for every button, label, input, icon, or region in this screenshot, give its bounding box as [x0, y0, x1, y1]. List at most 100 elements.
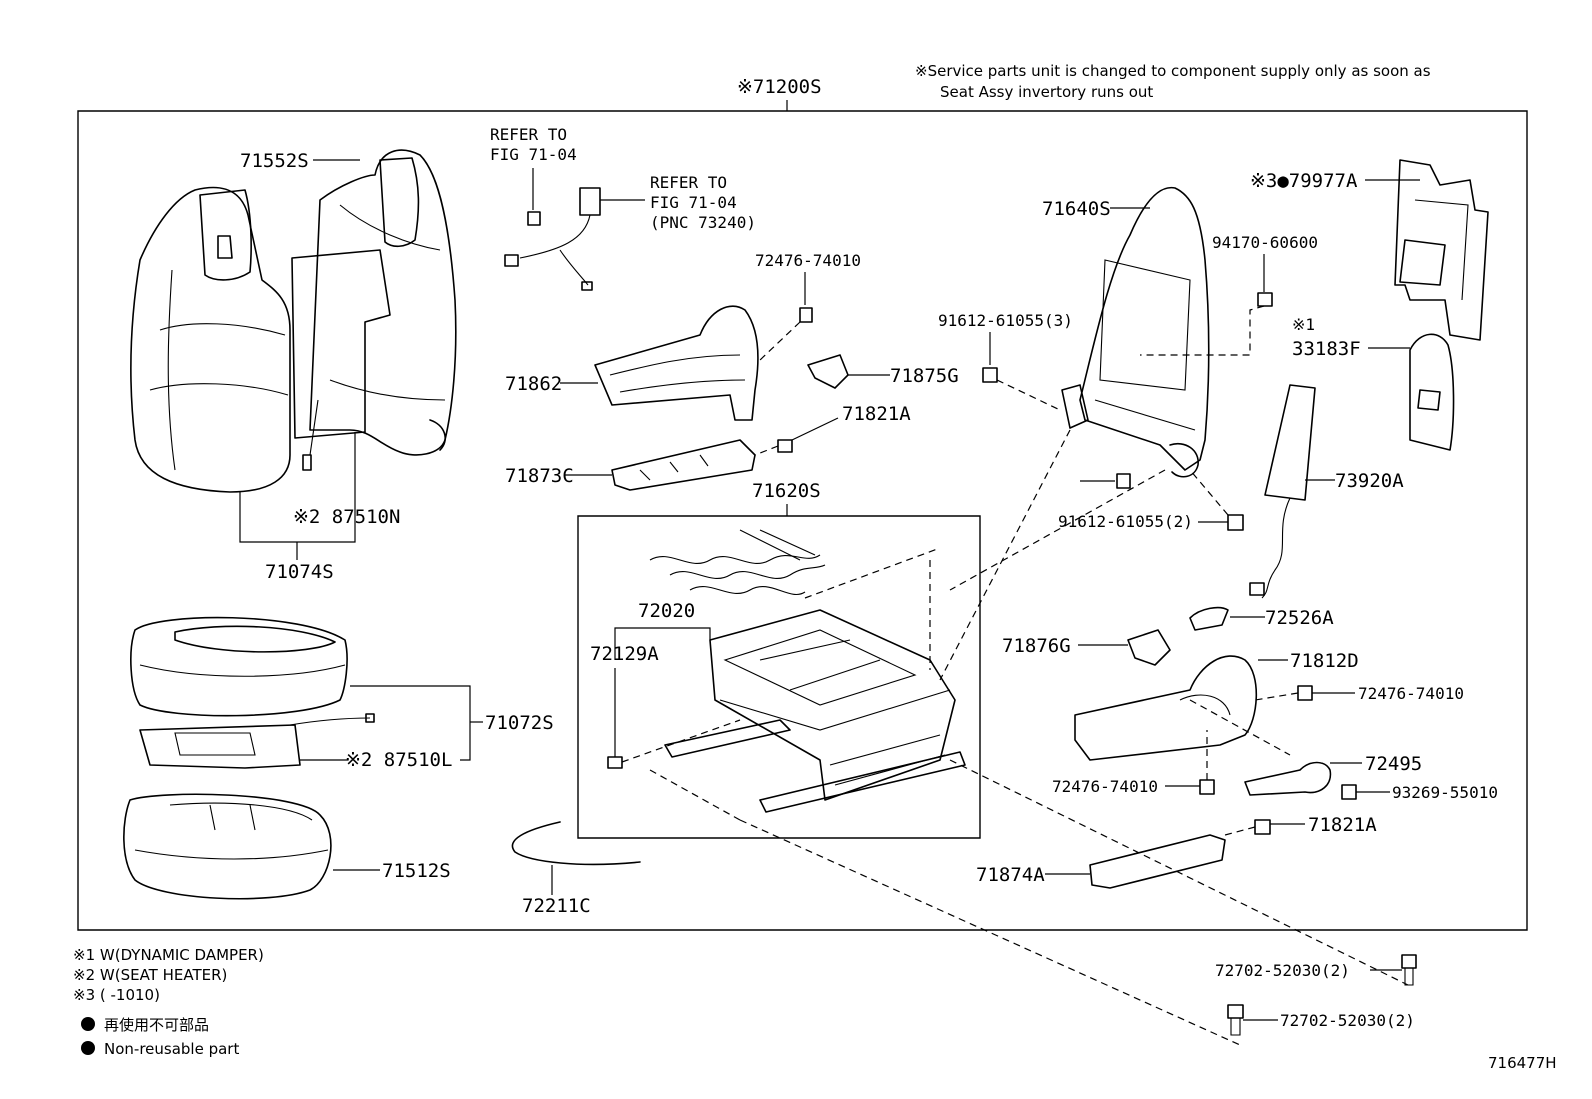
service-note-line1: ※Service parts unit is changed to compon…	[915, 62, 1431, 80]
cover-71876G-part	[1127, 629, 1171, 666]
screw-72476-c	[1199, 779, 1215, 795]
side-airbag-73920A-part	[1249, 384, 1316, 599]
leader-71072S	[350, 685, 471, 761]
callout-71873C: 71873C	[505, 465, 574, 487]
callout-71875G: 71875G	[890, 365, 959, 387]
dash-springs	[804, 547, 941, 599]
dash-72476-b	[1254, 692, 1299, 701]
shield-71812D-part	[1074, 655, 1258, 761]
callout-72476-74010-c: 72476-74010	[1052, 777, 1158, 796]
clip-72129A-part	[607, 756, 623, 769]
callout-87510L: ※2 87510L	[345, 749, 452, 771]
cover-72495-part	[1244, 761, 1332, 796]
seatback-pad-part	[309, 149, 457, 456]
callout-71640S: 71640S	[1042, 198, 1111, 220]
dash-94170	[1140, 305, 1265, 356]
dash-91612-2	[1189, 469, 1229, 516]
heater-pad-cushion-part	[139, 713, 375, 769]
legend-note-3: ※3 ( -1010)	[73, 986, 160, 1004]
legend-note-2: ※2 W(SEAT HEATER)	[73, 966, 227, 984]
cover-71873C-part	[611, 439, 756, 491]
callout-73920A: 73920A	[1335, 470, 1404, 492]
callout-93269-55010: 93269-55010	[1392, 783, 1498, 802]
service-note-line2: Seat Assy invertory runs out	[940, 83, 1153, 101]
dash-frame-link-1	[939, 429, 1071, 681]
seat-springs-part	[649, 529, 826, 595]
non-reusable-bullet-icon	[81, 1017, 95, 1031]
dash-71821A-a	[754, 445, 779, 456]
ref1-line2: FIG 71-04	[490, 145, 577, 164]
screw-72476-a	[799, 307, 813, 323]
callout-72476-74010-b: 72476-74010	[1358, 684, 1464, 703]
dash-72129A	[621, 719, 741, 763]
heater-pad-back-part	[291, 249, 391, 471]
non-reusable-bullet-icon-en	[81, 1041, 95, 1055]
legend-note-4: 再使用不可部品	[104, 1016, 209, 1034]
ref2-line3: (PNC 73240)	[650, 213, 756, 232]
seat-frame-part	[664, 609, 966, 813]
shield-71862-part	[594, 305, 759, 421]
callout-71821A-a: 71821A	[842, 403, 911, 425]
seatback-frame-part	[1061, 186, 1210, 478]
callout-33183F: 33183F	[1292, 338, 1361, 360]
callout-87510N: ※2 87510N	[293, 506, 400, 528]
wire-72211C-part	[511, 821, 641, 866]
dash-frame-link-2	[949, 469, 1166, 591]
callout-71074S: 71074S	[265, 561, 334, 583]
bolt-72702-a-part	[1401, 954, 1417, 986]
callout-79977A: ※3●79977A	[1250, 170, 1358, 192]
bracket-71875G-part	[807, 354, 849, 389]
callout-71876G: 71876G	[1002, 635, 1071, 657]
seat-cushion-cover-part	[130, 616, 348, 717]
clip-71821A-a	[777, 439, 793, 453]
back-board-79977A-part	[1394, 159, 1489, 341]
callout-71512S: 71512S	[382, 860, 451, 882]
figure-id: 716477H	[1488, 1054, 1557, 1072]
leader-71821A-a	[791, 417, 839, 441]
callout-91612-61055-2: 91612-61055(2)	[1058, 512, 1193, 531]
callout-72211C: 72211C	[522, 895, 591, 917]
dash-71821A-b	[1224, 826, 1256, 836]
dash-bolt-lower	[739, 819, 1241, 1046]
callout-72526A: 72526A	[1265, 607, 1334, 629]
dash-91612-3	[996, 379, 1061, 411]
clip-71821A-b	[1254, 819, 1271, 835]
assembly-number: ※71200S	[737, 76, 822, 98]
seat-belt-buckle-part	[504, 187, 601, 291]
assembly-frame	[77, 110, 1528, 931]
ref2-line1: REFER TO	[650, 173, 727, 192]
callout-72495: 72495	[1365, 753, 1422, 775]
callout-72476-74010-a: 72476-74010	[755, 251, 861, 270]
callout-71821A-b: 71821A	[1308, 814, 1377, 836]
callout-71812D: 71812D	[1290, 650, 1359, 672]
callout-33183F-mark: ※1	[1292, 315, 1315, 334]
legend-note-5: Non-reusable part	[104, 1040, 239, 1058]
dash-rail-left	[649, 769, 741, 821]
callout-71862: 71862	[505, 373, 562, 395]
screw-72476-b	[1297, 685, 1313, 701]
callout-91612-61055-3: 91612-61055(3)	[938, 311, 1073, 330]
nut-94170-part	[1257, 292, 1273, 307]
damper-33183F-part	[1409, 333, 1455, 451]
callout-71874A: 71874A	[976, 864, 1045, 886]
ref1-line1: REFER TO	[490, 125, 567, 144]
callout-72129A: 72129A	[590, 643, 659, 665]
ref2-line2: FIG 71-04	[650, 193, 737, 212]
legend-note-1: ※1 W(DYNAMIC DAMPER)	[73, 946, 264, 964]
callout-72702-52030-a: 72702-52030(2)	[1215, 961, 1350, 980]
callout-72702-52030-b: 72702-52030(2)	[1280, 1011, 1415, 1030]
dash-72476-a	[759, 321, 801, 361]
bolt-72702-b-part	[1227, 1004, 1244, 1036]
callout-71552S: 71552S	[240, 150, 309, 172]
bolt-91612-2-part	[1227, 514, 1244, 531]
callout-72020: 72020	[638, 600, 695, 622]
cover-71874A-part	[1089, 834, 1226, 889]
seat-frame-box	[577, 515, 981, 839]
nut-94185-part	[1116, 473, 1131, 489]
callout-71620S: 71620S	[752, 480, 821, 502]
cushion-pad-part	[123, 793, 332, 900]
bolt-91612-3-part	[982, 367, 998, 383]
callout-71072S: 71072S	[485, 712, 554, 734]
dash-bolt-upper	[949, 759, 1409, 986]
